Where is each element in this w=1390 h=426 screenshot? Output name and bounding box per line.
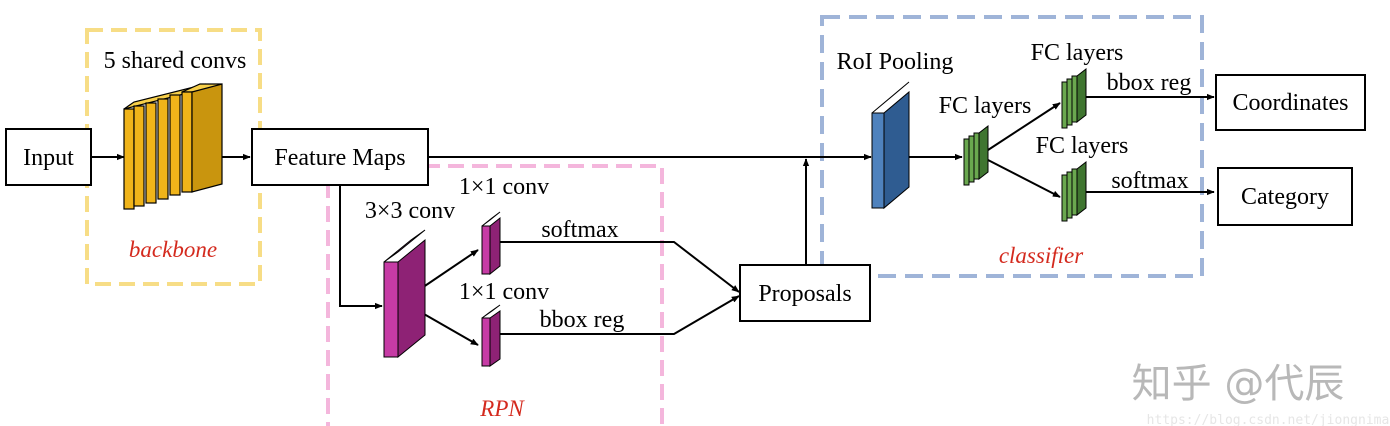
proposals-label: Proposals — [758, 281, 851, 307]
fc-layers-mid-block — [963, 124, 989, 186]
arrow-softmax-to-proposals — [500, 241, 740, 293]
coordinates-box — [1215, 74, 1366, 131]
conv1x1-top-label: 1×1 conv — [459, 174, 549, 200]
proposals-box — [739, 264, 871, 322]
arrow-bbox-reg-to-proposals — [500, 295, 740, 335]
classifier-region — [820, 15, 1204, 278]
shared-convs-label: 5 shared convs — [104, 48, 247, 74]
fc-layers-top-block — [1061, 67, 1087, 129]
fc-layers-top-label: FC layers — [1031, 40, 1124, 66]
watermark-url: https://blog.csdn.net/jiongnima — [1147, 413, 1390, 426]
backbone-region-label: backbone — [129, 237, 217, 262]
cls-bbox-reg-label: bbox reg — [1107, 70, 1192, 96]
roi-pooling-block — [871, 81, 910, 210]
rpn-conv1x1-bottom-block — [481, 304, 501, 367]
cls-softmax-label: softmax — [1111, 168, 1188, 194]
category-box — [1217, 167, 1353, 226]
rpn-conv3x3-block — [383, 229, 426, 359]
conv1x1-bottom-label: 1×1 conv — [459, 279, 549, 305]
rpn-softmax-label: softmax — [541, 217, 618, 243]
roi-pooling-label: RoI Pooling — [837, 49, 954, 75]
rpn-region-label: RPN — [479, 396, 525, 421]
arrow-feature-maps-to-conv3x3 — [339, 186, 383, 310]
feature-maps-box — [251, 128, 429, 186]
rpn-region — [326, 164, 664, 426]
arrow-fc-mid-to-fc-bottom — [987, 159, 1061, 198]
conv-layer — [169, 94, 181, 196]
conv-layer — [145, 102, 157, 204]
input-label: Input — [23, 145, 74, 171]
backbone-conv-stack — [123, 83, 223, 210]
category-label: Category — [1241, 184, 1329, 210]
coordinates-label: Coordinates — [1233, 90, 1349, 116]
arrow-fc-mid-to-fc-top — [987, 102, 1061, 151]
watermark-main: 知乎 @代辰 — [1132, 361, 1345, 407]
conv-layer — [157, 98, 169, 200]
feature-maps-label: Feature Maps — [274, 145, 405, 171]
rpn-conv1x1-top-block — [481, 211, 501, 276]
conv-layer — [133, 105, 145, 207]
input-box — [5, 128, 92, 186]
conv3x3-label: 3×3 conv — [365, 198, 455, 224]
fc-layers-bottom-block — [1061, 160, 1087, 222]
conv-layer-front — [181, 83, 223, 193]
fc-layers-bottom-label: FC layers — [1036, 133, 1129, 159]
classifier-region-label: classifier — [999, 243, 1084, 268]
rpn-bbox-reg-label: bbox reg — [540, 307, 625, 333]
fc-layers-mid-label: FC layers — [939, 93, 1032, 119]
